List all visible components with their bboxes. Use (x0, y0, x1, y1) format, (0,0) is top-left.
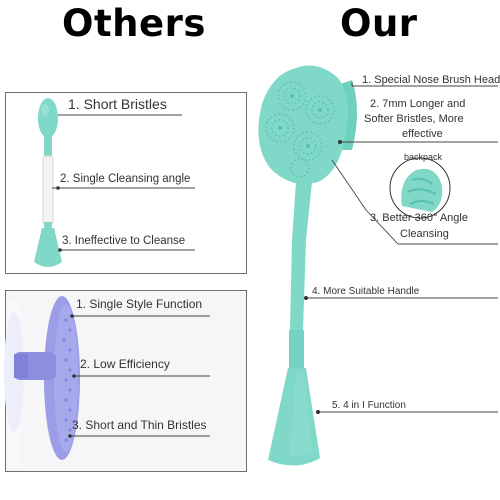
mint-brush-image (258, 65, 357, 466)
label-4-in-1-function: 5. 4 in I Function (332, 400, 406, 411)
our-heading: Our (340, 2, 418, 45)
label-single-style-function: 1. Single Style Function (76, 297, 203, 311)
others-heading: Others (62, 2, 206, 45)
label-single-cleansing-angle: 2. Single Cleansing angle (60, 173, 191, 185)
label-better-360-line2: Cleansing (400, 228, 449, 240)
label-better-360-line1: 3. Better 360° Angle (370, 212, 468, 224)
label-longer-bristles-line3: effective (402, 128, 443, 140)
inset-circle-image (389, 157, 451, 219)
label-low-efficiency: 2. Low Efficiency (80, 357, 170, 371)
small-double-brush-image (34, 98, 62, 267)
flat-lavender-brush-image (4, 296, 80, 466)
label-longer-bristles-line2: Softer Bristles, More (364, 113, 464, 125)
label-short-thin-bristles: 3. Short and Thin Bristles (72, 418, 207, 432)
label-longer-bristles-line1: 2. 7mm Longer and (370, 98, 466, 110)
label-ineffective-to-cleanse: 3. Ineffective to Cleanse (62, 235, 186, 247)
label-short-bristles: 1. Short Bristles (68, 96, 167, 112)
label-special-nose-brush-head: 1. Special Nose Brush Head (362, 74, 500, 86)
label-suitable-handle: 4. More Suitable Handle (312, 286, 420, 297)
others-bottom-panel (5, 290, 247, 472)
inset-label-backpack: backpack (404, 152, 443, 162)
